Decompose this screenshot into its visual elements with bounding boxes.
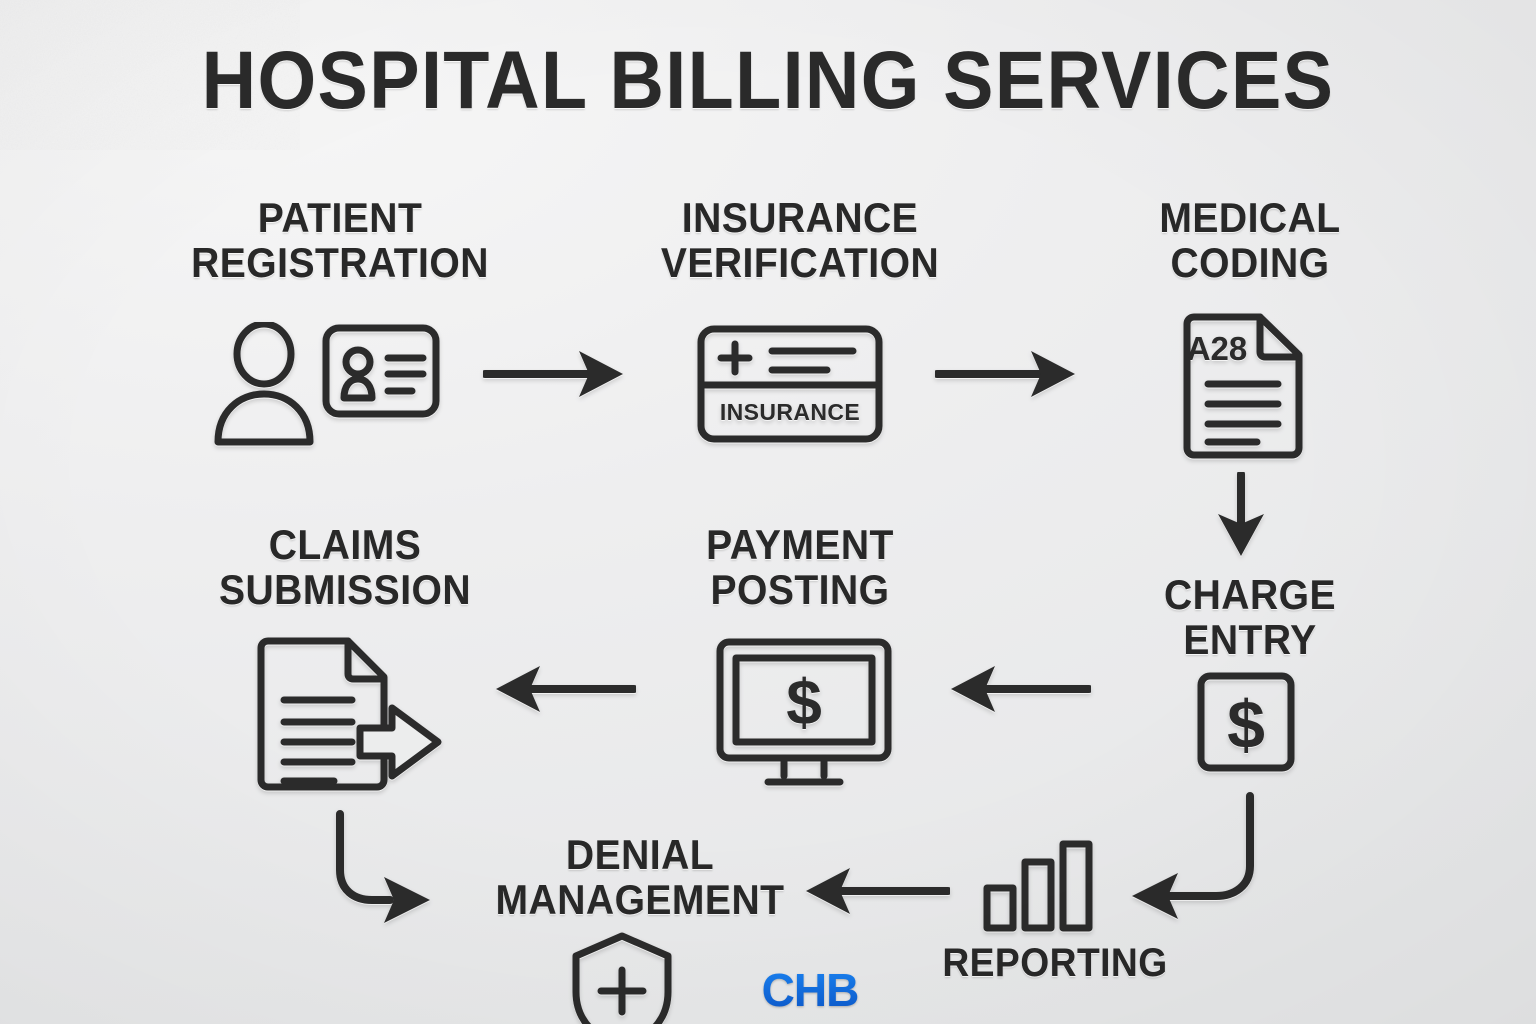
step-label-denial-management: DENIAL MANAGEMENT xyxy=(495,831,785,924)
person-id-card-icon xyxy=(212,322,440,448)
arrow-charge-entry-to-payment xyxy=(945,660,1091,718)
page-title: HOSPITAL BILLING SERVICES xyxy=(201,35,1335,126)
step-label-insurance-verification: INSURANCE VERIFICATION xyxy=(660,194,940,287)
step-label-reporting: REPORTING xyxy=(942,941,1168,985)
document-send-arrow-icon xyxy=(256,636,446,792)
charge-entry-dollar-text: $ xyxy=(1227,687,1265,763)
step-label-medical-coding: MEDICAL CODING xyxy=(1159,194,1341,287)
insurance-card-text: INSURANCE xyxy=(720,399,860,425)
bar-chart-icon xyxy=(983,840,1093,932)
coded-document-icon: A28 xyxy=(1182,312,1304,460)
step-label-claims-submission: CLAIMS SUBMISSION xyxy=(218,521,472,614)
chb-logo-text: CHB xyxy=(762,965,859,1016)
arrow-charge-entry-to-reporting xyxy=(1110,790,1290,930)
dollar-square-icon: $ xyxy=(1197,672,1295,772)
arrow-reporting-to-denial xyxy=(800,862,950,920)
step-label-patient-registration: PATIENT REGISTRATION xyxy=(191,194,489,287)
arrow-insurance-to-coding xyxy=(935,345,1077,403)
arrow-registration-to-insurance xyxy=(483,345,625,403)
chb-logo: CHB xyxy=(755,964,865,1022)
shield-plus-icon xyxy=(567,930,677,1024)
arrow-claims-to-denial xyxy=(318,808,448,938)
insurance-card-icon: INSURANCE xyxy=(697,325,883,443)
step-label-payment-posting: PAYMENT POSTING xyxy=(706,521,894,614)
arrow-payment-to-claims xyxy=(490,660,636,718)
step-label-charge-entry: CHARGE ENTRY xyxy=(1163,571,1337,664)
monitor-dollar-icon: $ xyxy=(716,638,892,790)
arrow-coding-to-charge-entry xyxy=(1212,472,1270,558)
payment-posting-dollar-text: $ xyxy=(786,666,822,738)
medical-code-text: A28 xyxy=(1187,330,1248,367)
